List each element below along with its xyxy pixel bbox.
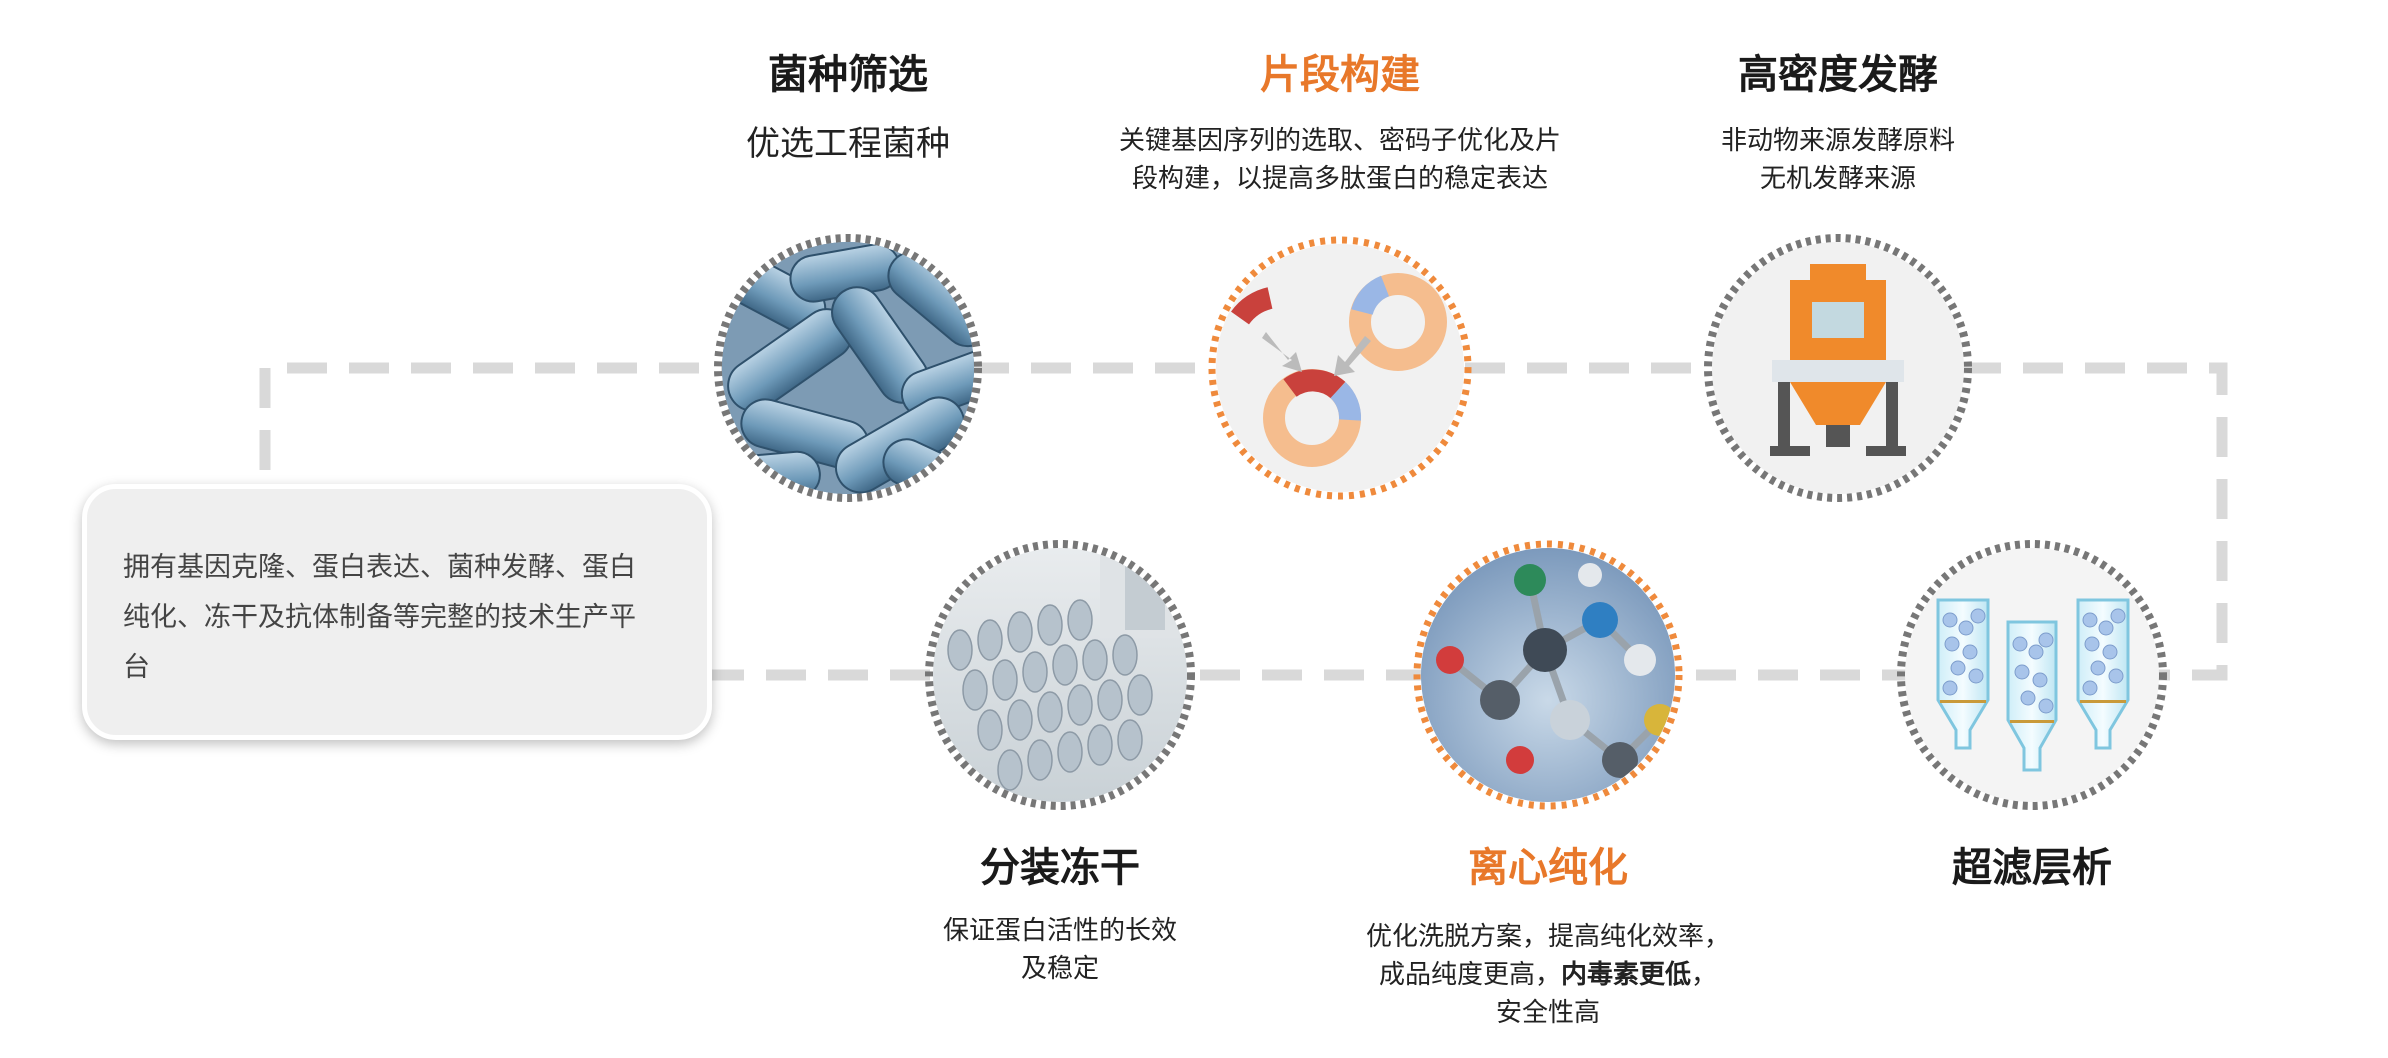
step-desc-fermentation-line2: 无机发酵来源 [1759, 164, 1916, 194]
columns-icon [1897, 540, 2167, 810]
vials-image [925, 540, 1195, 810]
purification-text-c: ， [1691, 960, 1718, 990]
platform-info-box: 拥有基因克隆、蛋白表达、菌种发酵、蛋白 纯化、冻干及抗体制备等完整的技术生产平 … [82, 484, 712, 740]
purification-text-a: 成品纯度更高， [1378, 960, 1561, 990]
purification-text-highlight: 内毒素更低 [1560, 960, 1691, 990]
step-desc-freeze-dry-line2: 及稳定 [1020, 954, 1099, 984]
fermenter-icon [1704, 234, 1972, 502]
platform-info-line2: 纯化、冻干及抗体制备等完整的技术生产平 [123, 602, 636, 633]
step-desc-fermentation: 非动物来源发酵原料 无机发酵来源 [1688, 122, 1988, 198]
step-desc-screening: 优选工程菌种 [746, 124, 950, 164]
molecule-image [1413, 540, 1683, 810]
step-title-ultrafiltration: 超滤层析 [1952, 845, 2112, 891]
platform-info-line3: 台 [123, 652, 150, 683]
platform-info-text: 拥有基因克隆、蛋白表达、菌种发酵、蛋白 纯化、冻干及抗体制备等完整的技术生产平 … [123, 543, 669, 693]
step-desc-fragment-line2: 段构建，以提高多肽蛋白的稳定表达 [1131, 164, 1548, 194]
step-title-freeze-dry: 分装冻干 [980, 845, 1140, 891]
step-title-screening: 菌种筛选 [768, 52, 928, 98]
step-desc-purification-line2: 成品纯度更高，内毒素更低， [1298, 956, 1798, 994]
step-desc-freeze-dry: 保证蛋白活性的长效 及稳定 [910, 912, 1210, 988]
step-title-fragment: 片段构建 [1260, 52, 1420, 98]
step-desc-purification: 优化洗脱方案，提高纯化效率， 成品纯度更高，内毒素更低， 安全性高 [1298, 918, 1798, 1032]
step-desc-fragment-line1: 关键基因序列的选取、密码子优化及片 [1118, 126, 1561, 156]
step-title-purification: 离心纯化 [1468, 845, 1628, 891]
step-desc-fragment: 关键基因序列的选取、密码子优化及片 段构建，以提高多肽蛋白的稳定表达 [1080, 122, 1600, 198]
platform-info-line1: 拥有基因克隆、蛋白表达、菌种发酵、蛋白 [123, 552, 636, 583]
step-desc-freeze-dry-line1: 保证蛋白活性的长效 [942, 916, 1177, 946]
step-desc-purification-line3: 安全性高 [1495, 998, 1600, 1028]
bacteria-image [714, 234, 982, 502]
step-title-fermentation: 高密度发酵 [1738, 52, 1938, 98]
step-desc-purification-line1: 优化洗脱方案，提高纯化效率， [1365, 922, 1730, 952]
dna-fragment-icon [1208, 236, 1472, 500]
step-desc-fermentation-line1: 非动物来源发酵原料 [1720, 126, 1955, 156]
process-path [259, 362, 2228, 681]
